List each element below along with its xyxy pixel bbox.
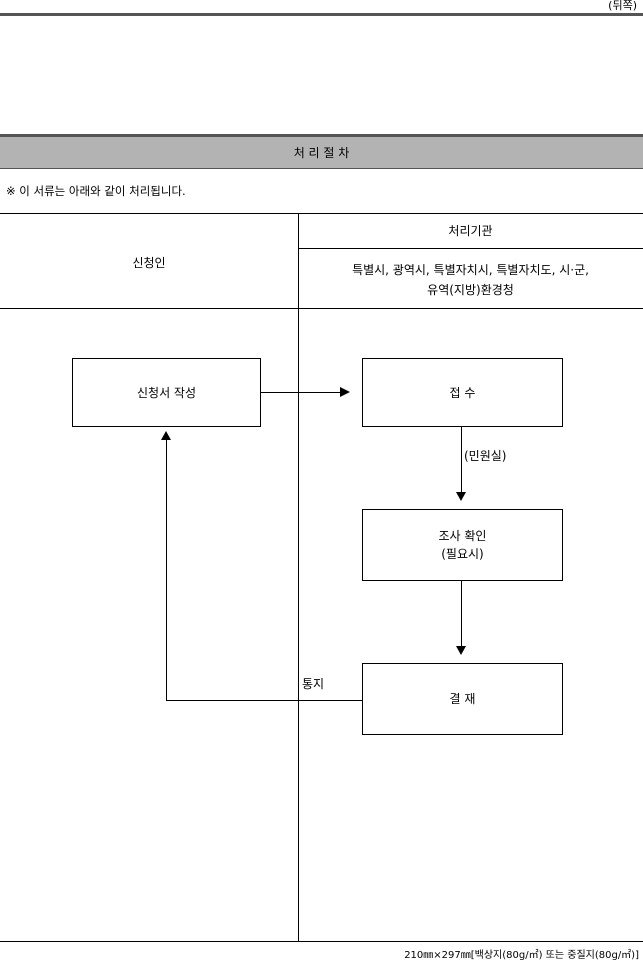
notify-arrow-head [161, 431, 171, 440]
agency-list-line2: 유역(지방)환경청 [427, 283, 514, 297]
notify-line-vertical [166, 440, 167, 701]
arrow-head-to-investigation [456, 492, 466, 501]
civil-office-label: (민원실) [464, 449, 507, 463]
arrow-head-to-receipt [340, 387, 350, 397]
page-side-label: (뒤쪽) [608, 0, 637, 12]
top-rule [0, 13, 643, 16]
section-title: 처 리 절 차 [293, 146, 350, 160]
table-header-bottom-line [0, 308, 643, 309]
investigation-condition: (필요시) [441, 547, 484, 561]
receipt-label: 접 수 [449, 385, 476, 400]
arrow-line-to-investigation [461, 427, 462, 493]
investigation-box: 조사 확인 (필요시) [362, 509, 563, 581]
arrow-line-to-receipt [261, 392, 341, 393]
receipt-box: 접 수 [362, 358, 563, 427]
table-bottom-line [0, 941, 643, 942]
table-top-line [0, 213, 643, 214]
agency-header: 처리기관 [448, 224, 493, 238]
process-note: ※ 이 서류는 아래와 같이 처리됩니다. [6, 184, 186, 198]
decision-label: 결 재 [449, 692, 476, 706]
notify-label: 통지 [302, 677, 325, 691]
agency-sub-line [298, 248, 643, 249]
investigation-label: 조사 확인 [438, 529, 487, 543]
column-divider [298, 213, 299, 941]
applicant-header: 신청인 [132, 256, 166, 270]
arrow-head-to-decision [456, 646, 466, 655]
write-application-box: 신청서 작성 [72, 358, 261, 427]
section-header-bar [0, 134, 643, 169]
decision-box: 결 재 [362, 663, 563, 735]
notify-line-horizontal [166, 700, 362, 701]
agency-list-line1: 특별시, 광역시, 특별자치시, 특별자치도, 시·군, [352, 263, 589, 277]
arrow-line-to-decision [461, 581, 462, 647]
write-application-label: 신청서 작성 [136, 385, 196, 400]
paper-spec-footer: 210㎜×297㎜[백상지(80g/㎡) 또는 중질지(80g/㎡)] [404, 950, 639, 961]
